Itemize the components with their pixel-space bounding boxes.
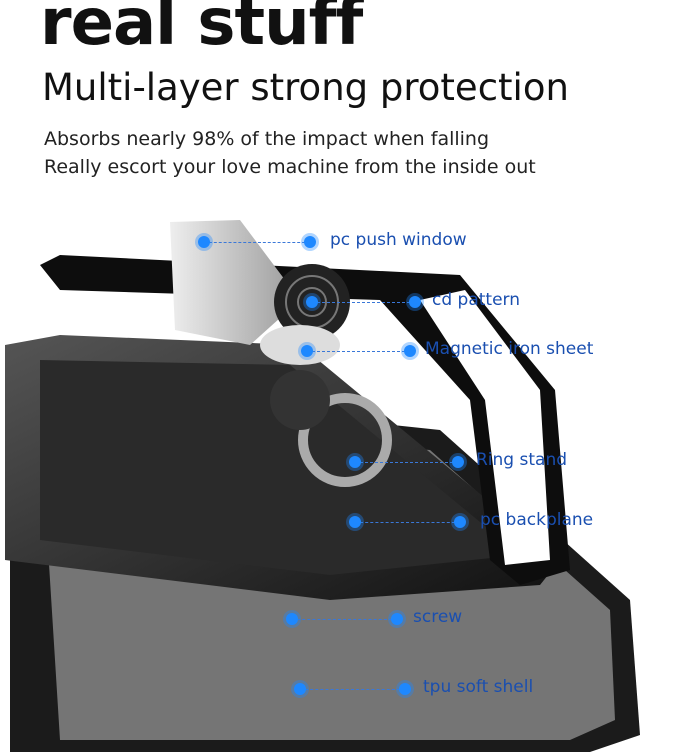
callout-dot-icon xyxy=(409,296,421,308)
callout-dot-icon xyxy=(349,456,361,468)
callout-label: screw xyxy=(413,607,463,627)
callout-label: tpu soft shell xyxy=(423,677,534,697)
callout-label: Ring stand xyxy=(476,450,568,470)
callout-dot-icon xyxy=(304,236,316,248)
callout-label: pc push window xyxy=(330,230,467,250)
ring-stand xyxy=(298,393,392,487)
heading: real stuff xyxy=(40,0,363,60)
callout-label: Magnetic iron sheet xyxy=(425,339,594,359)
callout-dot-icon xyxy=(301,345,313,357)
callout-dot-icon xyxy=(198,236,210,248)
callout-dot-icon xyxy=(391,613,403,625)
callout-label: cd pattern xyxy=(432,290,521,310)
callout-dot-icon xyxy=(404,345,416,357)
callout-dot-icon xyxy=(454,516,466,528)
description-line-1: Absorbs nearly 98% of the impact when fa… xyxy=(44,128,490,150)
callout-label: pc backplane xyxy=(480,510,594,530)
callout-dot-icon xyxy=(399,683,411,695)
callout-dot-icon xyxy=(294,683,306,695)
callout-dot-icon xyxy=(452,456,464,468)
frame xyxy=(40,255,570,585)
callout-dot-icon xyxy=(306,296,318,308)
subheading: Multi-layer strong protection xyxy=(42,66,569,109)
push-window xyxy=(170,220,300,345)
callout-dot-icon xyxy=(349,516,361,528)
description-line-2: Really escort your love machine from the… xyxy=(44,156,536,178)
magnetic-iron-sheet xyxy=(260,325,340,365)
callout-dot-icon xyxy=(286,613,298,625)
